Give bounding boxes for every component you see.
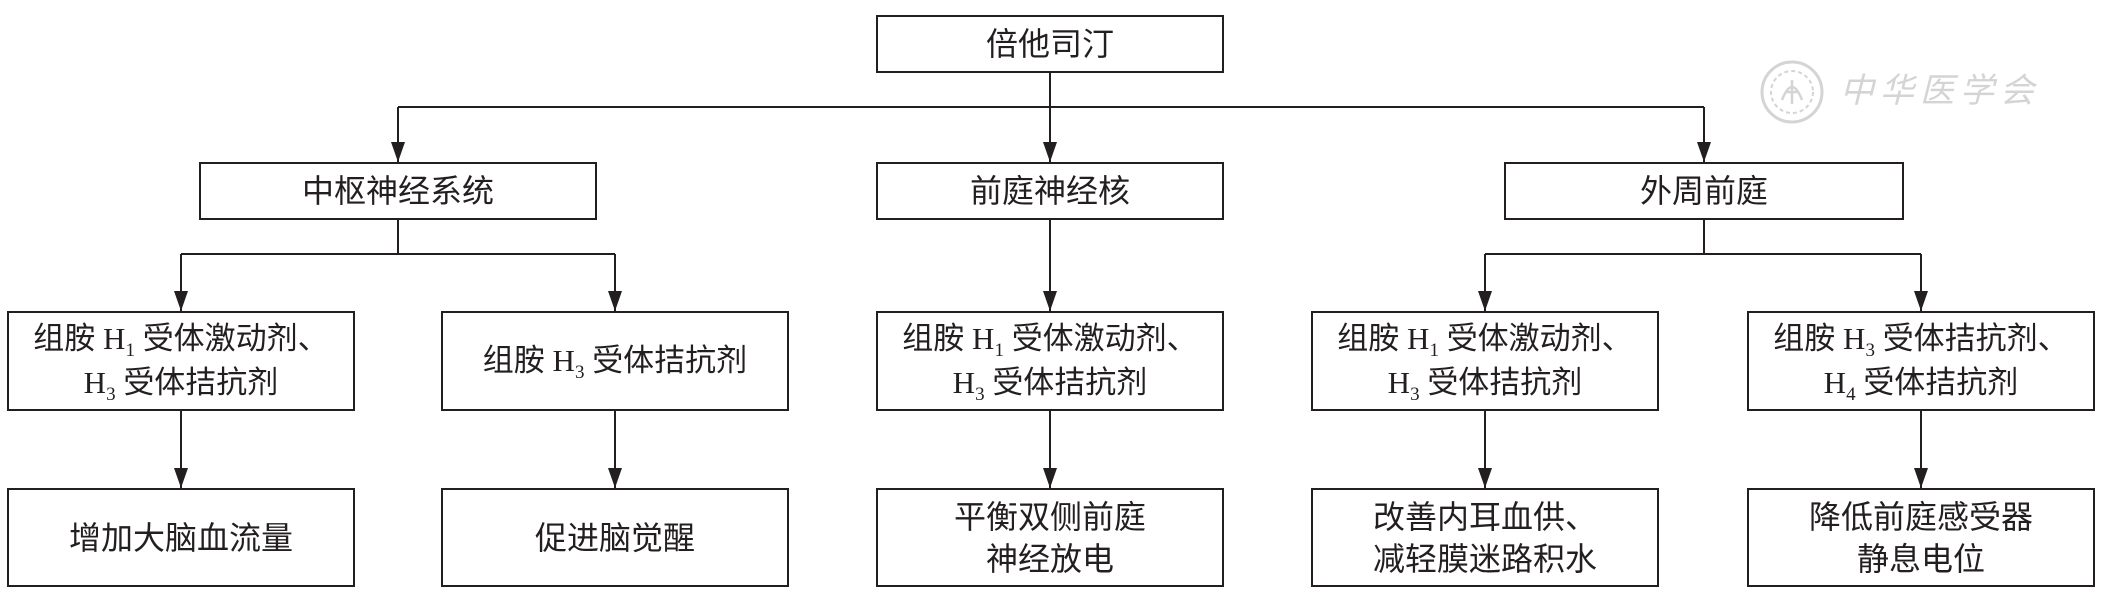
text-segment: 组胺 H: [1773, 321, 1866, 356]
seal-outer-ring: [1760, 60, 1824, 124]
seal-inner-ring: [1770, 70, 1814, 114]
receptor-subscript: 3: [574, 362, 585, 383]
text-segment: 组胺 H: [33, 321, 126, 356]
text-segment: 受体激动剂、: [1438, 321, 1633, 356]
mechanism-line-2: H3 受体拮抗剂: [84, 361, 279, 405]
effect-node-1: 增加大脑血流量: [7, 488, 355, 587]
node-label: 中枢神经系统: [301, 173, 494, 209]
mechanism-node-2: 组胺 H3 受体拮抗剂: [441, 311, 789, 411]
text-segment: 受体拮抗剂、: [1874, 321, 2069, 356]
text-segment: 受体拮抗剂: [115, 365, 279, 400]
text-segment: H: [952, 365, 976, 400]
text-segment: 受体拮抗剂: [584, 343, 748, 378]
effect-node-3: 平衡双侧前庭 神经放电: [876, 488, 1224, 587]
mechanism-line-1: 组胺 H3 受体拮抗剂: [483, 339, 747, 383]
text-segment: 受体激动剂、: [134, 321, 329, 356]
node-vestibular-nucleus: 前庭神经核: [876, 162, 1224, 220]
text-segment: 组胺 H: [902, 321, 995, 356]
node-label: 外周前庭: [1639, 173, 1768, 209]
seal-emblem: [1780, 80, 1804, 104]
mechanism-line-1: 组胺 H3 受体拮抗剂、: [1773, 317, 2068, 361]
text-segment: 受体拮抗剂: [1419, 365, 1583, 400]
root-node-betahistine: 倍他司汀: [876, 15, 1224, 73]
node-label: 前庭神经核: [969, 173, 1130, 209]
root-label: 倍他司汀: [985, 26, 1114, 62]
mechanism-line-1: 组胺 H1 受体激动剂、: [33, 317, 328, 361]
text-segment: H: [83, 365, 107, 400]
text-segment: H: [1387, 365, 1411, 400]
mechanism-node-4: 组胺 H1 受体激动剂、 H3 受体拮抗剂: [1311, 311, 1659, 411]
mechanism-line-2: H3 受体拮抗剂: [953, 361, 1148, 405]
receptor-subscript: 3: [1410, 384, 1420, 405]
text-segment: 受体拮抗剂: [984, 365, 1148, 400]
effect-line-2: 神经放电: [985, 540, 1114, 577]
effect-line-1: 降低前庭感受器: [1808, 498, 2033, 535]
effect-line-1: 改善内耳血供、: [1372, 498, 1597, 535]
receptor-subscript: 3: [1865, 340, 1875, 361]
node-peripheral-vestibule: 外周前庭: [1504, 162, 1904, 220]
receptor-subscript: 1: [125, 340, 135, 361]
effect-node-2: 促进脑觉醒: [441, 488, 789, 587]
mechanism-node-1: 组胺 H1 受体激动剂、 H3 受体拮抗剂: [7, 311, 355, 411]
effect-node-5: 降低前庭感受器 静息电位: [1747, 488, 2095, 587]
mechanism-node-5: 组胺 H3 受体拮抗剂、 H4 受体拮抗剂: [1747, 311, 2095, 411]
receptor-subscript: 1: [994, 340, 1004, 361]
effect-line-2: 静息电位: [1856, 540, 1985, 577]
text-segment: 受体激动剂、: [1003, 321, 1198, 356]
text-segment: H: [1823, 365, 1847, 400]
text-segment: 组胺 H: [1337, 321, 1430, 356]
mechanism-line-1: 组胺 H1 受体激动剂、: [902, 317, 1197, 361]
mechanism-line-1: 组胺 H1 受体激动剂、: [1337, 317, 1632, 361]
receptor-subscript: 1: [1429, 340, 1439, 361]
mechanism-line-2: H4 受体拮抗剂: [1824, 361, 2019, 405]
text-segment: 受体拮抗剂: [1855, 365, 2019, 400]
node-central-nervous-system: 中枢神经系统: [199, 162, 597, 220]
effect-line-1: 促进脑觉醒: [534, 519, 695, 556]
effect-line-1: 平衡双侧前庭: [953, 498, 1146, 535]
receptor-subscript: 3: [975, 384, 985, 405]
society-seal-icon: [1760, 60, 1824, 124]
text-segment: 组胺 H: [482, 343, 575, 378]
effect-node-4: 改善内耳血供、 减轻膜迷路积水: [1311, 488, 1659, 587]
effect-line-1: 增加大脑血流量: [68, 519, 293, 556]
mechanism-node-3: 组胺 H1 受体激动剂、 H3 受体拮抗剂: [876, 311, 1224, 411]
receptor-subscript: 4: [1846, 384, 1856, 405]
watermark-text: 中华医学会: [1840, 73, 2040, 110]
effect-line-2: 减轻膜迷路积水: [1372, 540, 1597, 577]
mechanism-line-2: H3 受体拮抗剂: [1388, 361, 1583, 405]
receptor-subscript: 3: [106, 384, 116, 405]
